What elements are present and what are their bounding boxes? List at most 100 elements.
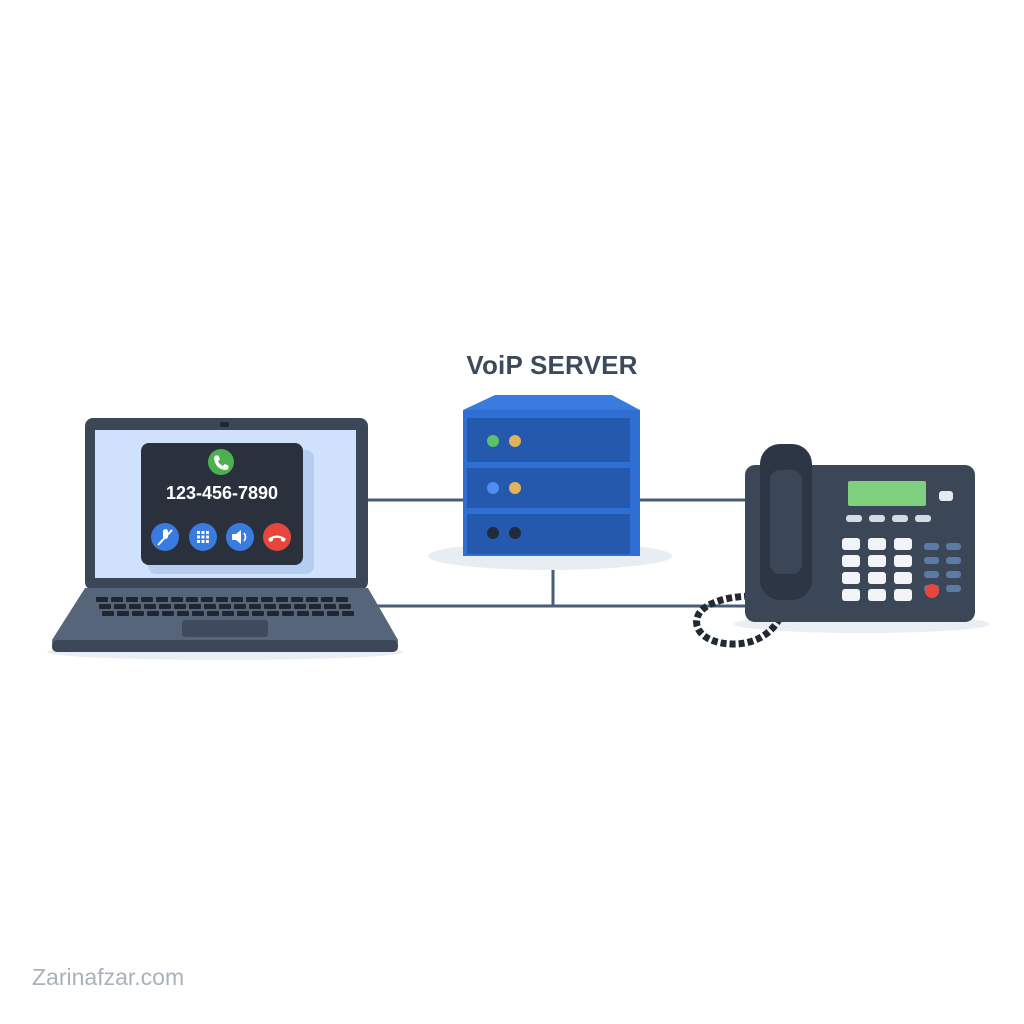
phone-function-key — [946, 543, 961, 550]
keypad-icon — [197, 531, 209, 543]
call-number: 123-456-7890 — [165, 483, 279, 503]
phone-soft-keys — [846, 515, 931, 522]
laptop-key — [309, 604, 321, 609]
phone-dial-key — [842, 572, 860, 584]
phone-red-button[interactable] — [925, 584, 939, 598]
server-label: VoiP SERVER — [466, 350, 638, 380]
laptop-key — [234, 604, 246, 609]
phone-dial-key — [842, 538, 860, 550]
phone-keypad — [842, 538, 912, 601]
laptop-key — [321, 597, 333, 602]
laptop-key — [192, 611, 204, 616]
status-light-blue — [487, 482, 499, 494]
laptop-key — [126, 597, 138, 602]
end-call-icon — [268, 535, 286, 542]
laptop-key — [111, 597, 123, 602]
laptop-key — [207, 611, 219, 616]
phone-soft-key — [846, 515, 862, 522]
laptop-keyboard — [96, 597, 354, 616]
laptop-key — [216, 597, 228, 602]
phone-dial-key — [868, 589, 886, 601]
phone-soft-key — [892, 515, 908, 522]
status-light-amber — [509, 482, 521, 494]
phone-dial-key — [894, 538, 912, 550]
laptop-key — [336, 597, 348, 602]
phone-display-side-key — [939, 491, 953, 501]
phone-function-key — [946, 571, 961, 578]
mute-button[interactable] — [151, 523, 179, 551]
laptop — [47, 418, 403, 660]
desk-phone — [693, 444, 990, 648]
laptop-key — [339, 604, 351, 609]
laptop-key — [327, 611, 339, 616]
laptop-key — [246, 597, 258, 602]
laptop-key — [204, 604, 216, 609]
phone-icon — [208, 449, 234, 475]
phone-cord — [693, 592, 790, 648]
phone-function-key — [924, 571, 939, 578]
laptop-key — [261, 597, 273, 602]
phone-dial-key — [894, 572, 912, 584]
laptop-key — [129, 604, 141, 609]
laptop-key — [264, 604, 276, 609]
laptop-key — [276, 597, 288, 602]
phone-dial-key — [894, 589, 912, 601]
laptop-key — [282, 611, 294, 616]
watermark: Zarinafzar.com — [32, 964, 185, 990]
phone-dial-key — [868, 555, 886, 567]
phone-display — [848, 481, 926, 506]
laptop-key — [114, 604, 126, 609]
server-top — [463, 395, 640, 410]
laptop-key — [141, 597, 153, 602]
voip-server — [428, 395, 672, 570]
status-light-green — [487, 435, 499, 447]
phone-handset-grip — [770, 470, 802, 574]
phone-soft-key — [869, 515, 885, 522]
phone-dial-key — [894, 555, 912, 567]
laptop-trackpad — [182, 620, 268, 637]
laptop-key — [237, 611, 249, 616]
phone-dial-key — [868, 572, 886, 584]
laptop-key — [162, 611, 174, 616]
laptop-key — [231, 597, 243, 602]
laptop-key — [306, 597, 318, 602]
laptop-key — [117, 611, 129, 616]
speaker-icon — [232, 530, 247, 544]
laptop-key — [324, 604, 336, 609]
mute-icon — [157, 529, 173, 546]
laptop-camera — [220, 422, 229, 427]
laptop-key — [156, 597, 168, 602]
phone-dial-key — [842, 555, 860, 567]
phone-soft-key — [915, 515, 931, 522]
laptop-key — [171, 597, 183, 602]
call-window — [141, 443, 303, 565]
laptop-key — [99, 604, 111, 609]
end-call-button[interactable] — [263, 523, 291, 551]
status-light-off — [509, 527, 521, 539]
call-controls — [151, 523, 291, 551]
keypad-button[interactable] — [189, 523, 217, 551]
status-light-amber — [509, 435, 521, 447]
laptop-key — [132, 611, 144, 616]
laptop-key — [297, 611, 309, 616]
phone-function-key — [946, 557, 961, 564]
laptop-key — [144, 604, 156, 609]
laptop-key — [252, 611, 264, 616]
laptop-base-edge — [52, 640, 398, 652]
laptop-key — [201, 597, 213, 602]
phone-function-key — [946, 585, 961, 592]
laptop-key — [267, 611, 279, 616]
laptop-key — [147, 611, 159, 616]
phone-dial-key — [868, 538, 886, 550]
phone-function-key — [924, 543, 939, 550]
laptop-key — [159, 604, 171, 609]
laptop-key — [102, 611, 114, 616]
speaker-button[interactable] — [226, 523, 254, 551]
laptop-key — [222, 611, 234, 616]
status-light-off — [487, 527, 499, 539]
laptop-key — [294, 604, 306, 609]
laptop-key — [312, 611, 324, 616]
laptop-key — [279, 604, 291, 609]
